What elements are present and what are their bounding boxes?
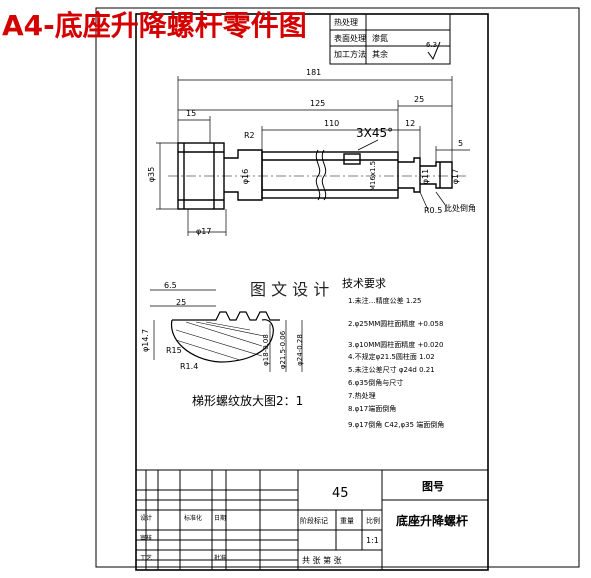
dia-17-right: φ17 [451,168,461,185]
figure-number-label: 图号 [422,480,444,493]
tech-req-4: 4.不规定φ21.5圆柱面 1.02 [348,353,435,361]
dia-11: φ11 [421,168,431,185]
tech-req-2: 2.φ25MM圆柱面精度 +0.058 [348,320,444,328]
chamfer-note: 此处倒角 [444,204,476,213]
dia-35: φ35 [147,166,157,183]
surface-treatment-value: 渗氮 [372,34,388,43]
dia-18: φ18-0.08 [261,334,270,366]
thread-detail [150,289,303,372]
stage-label: 阶段标记 [300,517,328,525]
heat-treatment-label: 热处理 [334,18,358,27]
scale-value: 1:1 [366,536,379,545]
quantity: 45 [332,486,349,501]
radius-r05: R0.5 [424,206,443,215]
machining-method-label: 加工方法 [334,50,366,59]
tech-req-9: 9.φ17倒角 C42,φ35 端面倒角 [348,421,445,429]
date-label: 日期 [214,515,227,522]
screw-shaft [177,142,453,210]
review-label: 审核 [140,535,153,542]
dia-21-5: φ21.5-0.06 [279,330,288,370]
std-label: 标准化 [184,515,203,522]
sheet-label: 共 张 第 张 [302,556,342,565]
document-title: A4-底座升降螺杆零件图 [2,9,307,42]
dia-24: φ24-0.28 [295,334,304,366]
part-name: 底座升降螺杆 [396,514,469,528]
tech-req-8: 8.φ17端面倒角 [348,405,397,413]
tech-req-heading: 技术要求 [342,277,386,290]
dim-6-5: 6.5 [164,281,177,290]
tech-req-1: 1.未注…精度公差 1.25 [348,297,422,305]
dim-15: 15 [186,109,197,118]
craft-label: 工艺 [140,555,153,562]
machining-method-value: 其余 [372,50,388,59]
roughness-ra: 6.3 [426,41,438,49]
approve-label: 批准 [214,555,227,562]
dim-25-detail: 25 [176,298,187,307]
dimension-lines [156,76,470,236]
dim-25: 25 [414,95,425,104]
designer-label: 设计 [140,515,153,522]
tech-req-7: 7.热处理 [348,392,376,400]
chamfer-dim: 3X45° [356,126,394,140]
dia-17-bottom: φ17 [196,227,212,236]
dim-12: 12 [405,119,416,128]
dim-125: 125 [310,99,326,108]
roughness-box [329,13,451,65]
radius-r15: R15 [166,346,182,355]
thread-spec: M16x1.5 [369,160,378,192]
surface-treatment-label: 表面处理 [334,34,366,43]
title-block-lines [135,469,489,571]
dia-14-7: φ14.7 [141,328,151,353]
tech-req-6: 6.φ35倒角与尺寸 [348,379,404,387]
dim-5: 5 [458,139,464,148]
watermark: 图 文 设 计 [246,276,334,300]
scale-label: 比例 [366,517,380,525]
dim-181: 181 [306,68,322,77]
outer-frame [95,7,580,568]
tech-req-5: 5.未注公差尺寸 φ24d 0.21 [348,366,435,374]
weight-label: 重量 [340,517,354,525]
radius-r2: R2 [244,131,255,140]
dia-16: φ16 [241,168,251,185]
dim-110: 110 [324,119,340,128]
tech-req-3: 3.φ10MM圆柱面精度 +0.020 [348,341,444,349]
radius-r14: R1.4 [180,362,199,371]
detail-caption: 梯形螺纹放大图2：1 [192,394,304,408]
